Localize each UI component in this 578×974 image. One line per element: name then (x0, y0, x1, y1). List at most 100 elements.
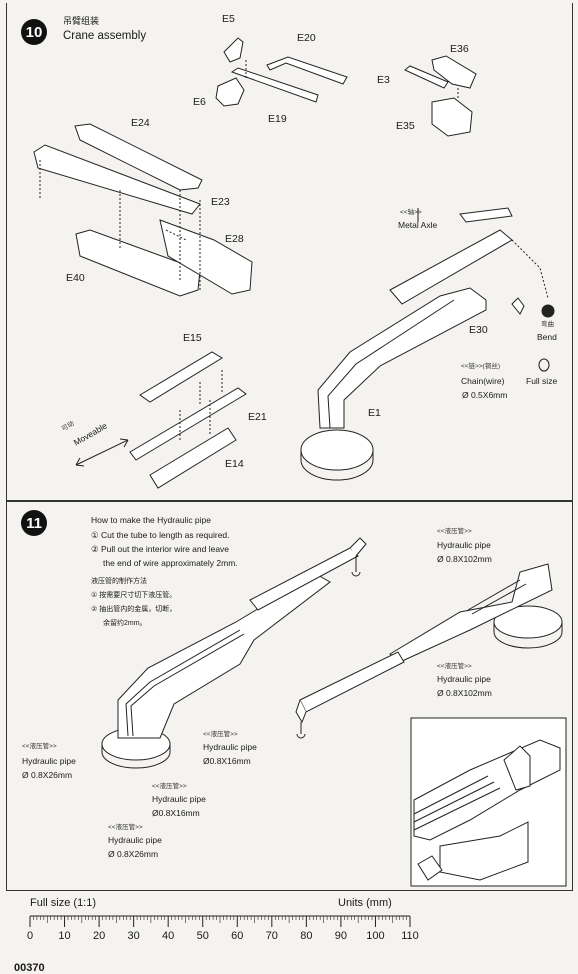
hydraulic-instructions-title: How to make the Hydraulic pipe (91, 515, 212, 525)
scale-tick-label: 20 (92, 930, 106, 942)
scale-tick-label: 30 (127, 930, 140, 942)
part-e35 (431, 97, 473, 137)
hydraulic-instruction-1-cn: ① 按需要尺寸切下液压管。 (91, 592, 177, 599)
label-e5: E5 (222, 13, 235, 25)
hydraulic-instruction-2b: the end of wire approximately 2mm. (103, 558, 238, 568)
part-e36 (431, 55, 477, 89)
scale-units-text: Units (338, 897, 364, 909)
full-size-scale: Full size (1:1) Units (mm) 0 10 20 30 40 50 60… (0, 891, 578, 972)
label-e23: E23 (211, 196, 230, 208)
label-e21: E21 (248, 411, 267, 423)
scale-tick-label: 10 (58, 930, 71, 942)
step-10-title-cn: 吊臂组装 (63, 16, 100, 26)
chain-label: Chain(wire) (461, 376, 505, 386)
moveable-arrow (75, 438, 129, 467)
chain-label-cn: <<链>>(铜丝) (461, 363, 501, 370)
part-e15 (139, 351, 223, 403)
scale-full-size-text: Full size (30, 897, 71, 909)
hydraulic-instruction-1: ① Cut the tube to length as required. (91, 530, 230, 540)
instruction-2a-cn-text: 抽出管内的金属，切断， (99, 606, 177, 613)
pipe-label-4-cn: <<液压管>> (203, 731, 238, 738)
scale-units-mm: (mm) (366, 897, 392, 909)
pipe-label-6-cn: <<液压管>> (108, 824, 143, 831)
bend-icon (541, 304, 555, 318)
bend-label-cn: 弯曲 (541, 321, 554, 328)
chain-size: Ø 0.5X6mm (462, 390, 508, 400)
pipe-label-1-cn: <<液压管>> (437, 528, 472, 535)
scale-ruler (29, 915, 411, 927)
part-e14 (149, 427, 237, 489)
pipe-label-1: Hydraulic pipe (437, 540, 491, 550)
scale-full-size-label: Full size (1:1) (30, 898, 96, 909)
hydraulic-instruction-2b-cn: 余留约2mm。 (103, 620, 147, 627)
step-10-number: 10 (25, 23, 43, 41)
part-e6 (215, 77, 245, 107)
scale-tick-label: 110 (401, 930, 419, 942)
step-10-badge: 10 (21, 19, 47, 45)
label-e20: E20 (297, 32, 316, 44)
step-10-title: Crane assembly (63, 30, 147, 42)
scale-tick-label: 100 (366, 930, 385, 942)
pipe-label-3-cn: <<液压管>> (22, 743, 57, 750)
label-e14: E14 (225, 458, 244, 470)
crane-right-boom (389, 563, 553, 663)
part-e3 (404, 65, 449, 89)
bend-label: Bend (537, 332, 557, 342)
label-e40: E40 (66, 272, 85, 284)
hydraulic-instruction-2-cn: ② 抽出管内的金属，切断， (91, 606, 177, 613)
part-e5 (223, 37, 244, 63)
instruction-1-text: Cut the tube to length as required. (100, 530, 230, 540)
scale-tick-label: 50 (196, 930, 209, 942)
pipe-label-3: Hydraulic pipe (22, 756, 76, 766)
full-size-icon (538, 358, 550, 372)
telescopic-boom (389, 229, 513, 305)
crane-left-telescope (249, 547, 359, 611)
full-size-label: Full size (526, 376, 558, 386)
step-10-drawing (33, 37, 555, 489)
pipe-label-4: Hydraulic pipe (203, 742, 257, 752)
label-e24: E24 (131, 117, 150, 129)
crane-left-boom (117, 573, 331, 739)
pipe-size-4: Ø0.8X16mm (203, 756, 251, 766)
instruction-1-cn-text: 按需要尺寸切下液压管。 (99, 592, 177, 599)
scale-tick-label: 60 (231, 930, 244, 942)
step-11-panel (6, 501, 573, 891)
hydraulic-instruction-2: ② Pull out the interior wire and leave (91, 544, 230, 554)
pipe-label-6: Hydraulic pipe (108, 835, 162, 845)
pipe-label-5: Hydraulic pipe (152, 794, 206, 804)
part-e20 (266, 56, 348, 85)
label-e36: E36 (450, 43, 469, 55)
scale-units-label: Units (mm) (338, 898, 392, 909)
label-e1: E1 (368, 407, 381, 419)
label-e3: E3 (377, 74, 390, 86)
pipe-label-5-cn: <<液压管>> (152, 783, 187, 790)
instruction-2a-text: Pull out the interior wire and leave (100, 544, 230, 554)
footer-code: 00370 (14, 962, 45, 974)
part-e30 (511, 297, 525, 315)
metal-axle-label-cn: <<轴>> (400, 209, 422, 216)
pipe-label-2-cn: <<液压管>> (437, 663, 472, 670)
part-e21 (129, 387, 247, 461)
step-11-drawing (101, 537, 567, 887)
crane-boom-arm (317, 287, 487, 429)
crane-right-telescope (299, 651, 405, 713)
scale-ratio: (1:1) (73, 897, 97, 909)
scale-tick-label: 70 (265, 930, 278, 942)
scale-tick-label: 80 (300, 930, 313, 942)
label-e28: E28 (225, 233, 244, 245)
hydraulic-instructions-title-cn: 液压管的制作方法 (91, 578, 147, 585)
scale-tick-label: 90 (334, 930, 348, 942)
metal-axle-label: Metal Axle (398, 220, 438, 230)
step-11-badge: 11 (21, 510, 47, 536)
pipe-size-6: Ø 0.8X26mm (108, 849, 159, 859)
label-e15: E15 (183, 332, 202, 344)
part-e19 (230, 67, 319, 103)
scale-tick-label: 40 (162, 930, 175, 942)
label-e30: E30 (469, 324, 488, 336)
part-e24 (74, 123, 203, 191)
pipe-size-2: Ø 0.8X102mm (437, 688, 492, 698)
scale-tick-label: 0 (26, 930, 34, 942)
label-e6: E6 (193, 96, 206, 108)
label-e19: E19 (268, 113, 287, 125)
